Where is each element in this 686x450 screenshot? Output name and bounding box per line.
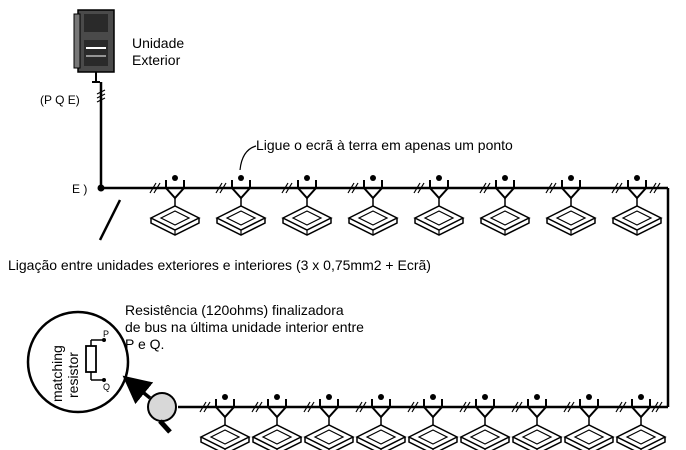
matching-resistor-word-1: matching — [49, 345, 65, 402]
indoor-unit-icon — [459, 394, 511, 450]
bus-cable — [99, 82, 670, 409]
indoor-unit-icon — [611, 175, 663, 236]
pin-q-label: Q — [103, 382, 110, 392]
indoor-units-row-1 — [149, 175, 663, 236]
indoor-unit-icon — [355, 394, 407, 450]
indoor-unit-icon — [347, 175, 399, 236]
cable-ticks — [96, 89, 106, 103]
indoor-unit-icon — [479, 175, 531, 236]
earth-label: E ) — [72, 182, 87, 196]
outdoor-unit-label-1: Unidade — [132, 35, 184, 51]
indoor-unit-icon — [563, 394, 615, 450]
connection-note-leader — [98, 199, 122, 241]
indoor-unit-icon — [545, 175, 597, 236]
resistor-note-line-3: P e Q. — [125, 336, 164, 352]
magnifier-icon — [147, 392, 177, 434]
indoor-unit-icon — [199, 394, 251, 450]
indoor-unit-icon — [303, 394, 355, 450]
outdoor-unit-icon — [73, 9, 115, 83]
indoor-unit-icon — [251, 394, 303, 450]
resistor-arrow — [122, 375, 154, 405]
ground-note-leader — [239, 145, 257, 171]
indoor-unit-icon — [407, 394, 459, 450]
indoor-unit-icon — [615, 394, 667, 450]
indoor-unit-icon — [215, 175, 267, 236]
resistor-note-line-2: de bus na última unidade interior entre — [125, 319, 364, 335]
outdoor-unit-label-2: Exterior — [132, 52, 181, 68]
pin-p-label: P — [103, 329, 109, 339]
indoor-unit-icon — [413, 175, 465, 236]
indoor-unit-icon — [281, 175, 333, 236]
matching-resistor-word-2: resistor — [65, 352, 81, 398]
outdoor-terminals-label: (P Q E) — [40, 93, 80, 107]
connection-note: Ligação entre unidades exteriores e inte… — [8, 257, 431, 273]
earth-point — [97, 184, 105, 192]
resistor-note-line-1: Resistência (120ohms) finalizadora — [125, 302, 344, 318]
indoor-unit-icon — [149, 175, 201, 236]
matching-resistor-icon: matching resistor P Q — [26, 310, 130, 414]
indoor-unit-icon — [511, 394, 563, 450]
ground-note: Ligue o ecrã à terra em apenas um ponto — [256, 137, 513, 153]
indoor-units-row-2 — [199, 394, 667, 450]
